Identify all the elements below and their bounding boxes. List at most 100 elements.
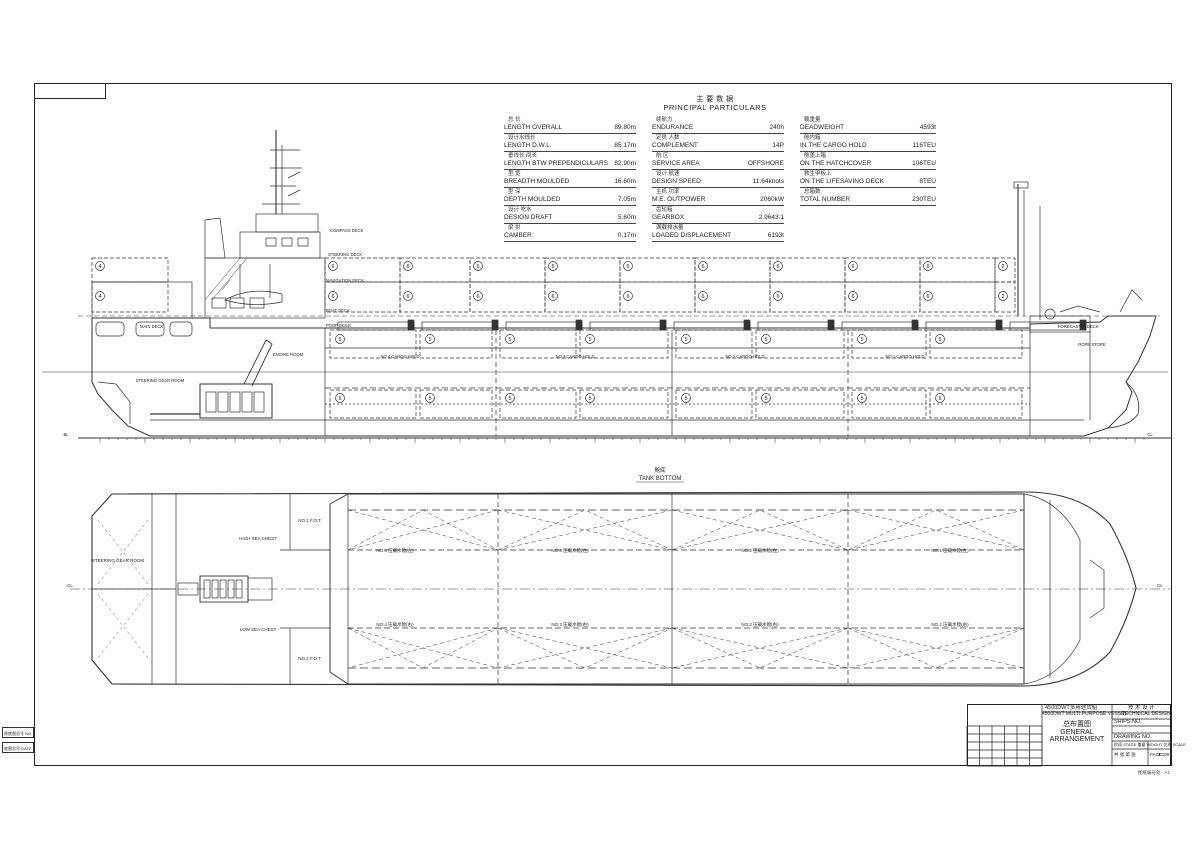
tank-diagonal bbox=[847, 509, 1025, 551]
pp-row-value: 82.90m bbox=[614, 160, 636, 167]
pp-title-cn: 主 要 数 据 bbox=[696, 96, 734, 103]
pp-row-label: BREADTH MOULDED bbox=[504, 178, 570, 185]
pp-row-cn: 载重量 bbox=[804, 117, 821, 123]
hold-container-tier bbox=[755, 389, 845, 419]
container-tier-upper bbox=[694, 257, 771, 283]
plan-title-en: TANK BOTTOM bbox=[639, 476, 682, 482]
deckhouse bbox=[204, 257, 326, 319]
drawing-title: 总布置图 GENERAL ARRANGEMENT bbox=[1045, 721, 1109, 744]
tank-label: NO.3 压载水舱(左) bbox=[551, 547, 589, 554]
tank-diagonal bbox=[671, 509, 849, 669]
plan-title-cn: 舱底 bbox=[654, 466, 666, 474]
pp-row-label: M.E. OUTPOWER bbox=[652, 196, 706, 203]
pp-row-label: COMPLEMENT bbox=[652, 142, 698, 149]
space-label: CL bbox=[1147, 432, 1153, 437]
hold-mark-number: 5 bbox=[684, 396, 687, 402]
side-label-base-no: 底图总号 DATE bbox=[2, 742, 34, 753]
tank-diagonal bbox=[497, 509, 673, 551]
plan-label: NO.1 F.O.T. bbox=[298, 518, 322, 523]
hold-container-tier bbox=[929, 389, 1023, 419]
hold-mark-circle bbox=[935, 334, 945, 344]
pp-row-label: ON THE HATCHCOVER bbox=[800, 160, 872, 167]
drawing-title-cn: 总布置图 bbox=[1063, 721, 1091, 728]
pp-row-cn: 总箱数 bbox=[804, 189, 821, 195]
pp-title-en: PRINCIPAL PARTICULARS bbox=[663, 103, 767, 112]
tank-diagonal bbox=[347, 627, 499, 669]
main-engine-profile bbox=[150, 339, 273, 419]
hold-container-tier bbox=[755, 329, 845, 359]
pp-row-cn: 垂线长 间长 bbox=[508, 153, 538, 159]
bay-mark-number: 6 bbox=[331, 264, 334, 270]
pp-row-value: 116TEU bbox=[912, 142, 936, 149]
hold-container-tier bbox=[499, 389, 577, 419]
side-label-original-no: 原底图总号 NO. bbox=[2, 727, 34, 738]
container-tier-upper bbox=[544, 257, 621, 283]
pp-row-value: 6193t bbox=[767, 232, 784, 239]
plan-label: CL bbox=[1157, 583, 1163, 588]
pp-row-label: DESIGN SPEED bbox=[652, 178, 701, 185]
pp-row-label: LENGTH D.W.L. bbox=[504, 142, 552, 149]
pp-row-cn: 舱盖上箱 bbox=[804, 153, 827, 159]
deck-label: COMPASS DECK bbox=[330, 228, 364, 233]
hold-mark-circle bbox=[681, 334, 691, 344]
bay-mark-circle bbox=[623, 261, 633, 271]
pp-row-cn: 救生甲板上 bbox=[804, 171, 832, 177]
deck-label: FORECASTLE DECK bbox=[1058, 324, 1099, 329]
pp-row-label: LENGTH BTW PREPENDICULARS bbox=[504, 160, 609, 167]
hatch-coaming-stay bbox=[743, 319, 751, 331]
space-label: STEERING GEAR ROOM bbox=[136, 378, 185, 383]
pp-row-label: ON THE LIFESAVING DECK bbox=[800, 178, 884, 185]
tank-diagonal bbox=[847, 509, 1025, 669]
hold-mark-circle bbox=[585, 393, 595, 403]
bay-mark-circle bbox=[848, 291, 858, 301]
container-tier-upper bbox=[769, 257, 846, 283]
hold-mark-number: 5 bbox=[428, 396, 431, 402]
pp-row-label: TOTAL NUMBER bbox=[800, 196, 851, 203]
pp-row-value: 230TEU bbox=[912, 196, 936, 203]
hold-bulkheads bbox=[324, 328, 1091, 436]
scale-value: 1:100 bbox=[1158, 752, 1170, 757]
pp-row-value: 7.05m bbox=[617, 196, 636, 203]
hold-container-tier bbox=[329, 329, 417, 359]
bay-mark-circle bbox=[923, 261, 933, 271]
corner-stamp-box bbox=[34, 83, 106, 99]
frame-scale bbox=[99, 438, 1145, 443]
hold-mark-circle bbox=[335, 393, 345, 403]
hold-mark-circle bbox=[425, 393, 435, 403]
pp-row-value: 14P bbox=[772, 142, 784, 149]
hold-mark-number: 5 bbox=[938, 337, 941, 343]
pp-row-cn: 主机 功率 bbox=[656, 189, 680, 195]
tank-label: NO.4 压载水舱(左) bbox=[376, 547, 414, 554]
hatch-coaming-stay bbox=[659, 319, 667, 331]
container-tier-lower bbox=[844, 281, 921, 313]
space-label: ENGINE ROOM bbox=[273, 352, 304, 357]
pp-row-cn: 设计 航速 bbox=[656, 171, 680, 177]
space-label: ROPE STORE bbox=[1078, 342, 1106, 347]
bay-mark-number: 6 bbox=[476, 264, 479, 270]
space-label: NO.1 CARGO HOLD bbox=[885, 354, 924, 359]
hold-container-tier bbox=[675, 389, 753, 419]
tank-diagonal bbox=[347, 509, 499, 669]
hold-mark-number: 5 bbox=[508, 396, 511, 402]
tank-label: NO.2 压载水舱(右) bbox=[741, 621, 779, 628]
hold-mark-circle bbox=[681, 393, 691, 403]
bay-mark-circle bbox=[623, 291, 633, 301]
hatch-cover-panel bbox=[421, 321, 499, 331]
hold-mark-number: 5 bbox=[684, 337, 687, 343]
hold-mark-circle bbox=[505, 393, 515, 403]
sheet-count-row: 共 张 第 张 bbox=[1114, 752, 1136, 757]
hatch-coaming-stay bbox=[491, 319, 499, 331]
hatch-coaming-stay bbox=[1079, 319, 1087, 331]
pp-row-cn: 齿轮箱 bbox=[656, 207, 673, 213]
container-tier-lower bbox=[544, 281, 621, 313]
plan-label: STEERING GEAR ROOM bbox=[92, 558, 145, 563]
poop-house bbox=[91, 281, 193, 319]
